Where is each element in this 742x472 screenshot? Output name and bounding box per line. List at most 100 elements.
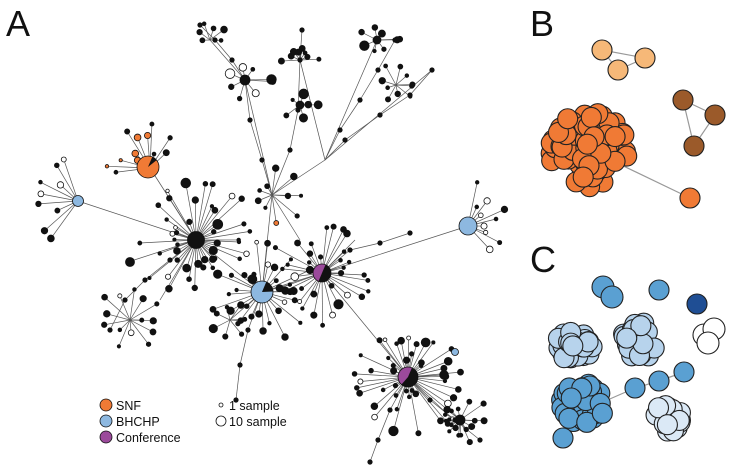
network-node (241, 221, 247, 227)
network-node (245, 327, 251, 333)
legend: SNF BHCHP Conference 1 sample 10 sample (99, 398, 287, 445)
network-node (356, 389, 363, 397)
network-node (308, 241, 314, 247)
network-node (437, 417, 445, 425)
cluster-node (647, 397, 670, 419)
network-node (357, 378, 364, 385)
network-node (151, 151, 157, 157)
network-node (337, 269, 345, 277)
network-node (54, 207, 61, 214)
network-node (406, 335, 412, 341)
network-node (290, 272, 299, 281)
hub-black-top-right (372, 35, 382, 45)
network-node (455, 386, 462, 393)
network-node (388, 425, 399, 437)
network-edges (38, 23, 505, 463)
network-edge (214, 39, 233, 61)
network-node (359, 40, 370, 51)
network-node (361, 272, 367, 278)
network-node (381, 46, 387, 52)
network-node (270, 263, 279, 272)
network-node (272, 245, 278, 251)
network-edge (324, 39, 378, 161)
network-node (196, 29, 203, 36)
network-node (237, 301, 245, 309)
network-node (368, 367, 374, 374)
network-node (162, 149, 170, 157)
network-edge (271, 168, 277, 196)
network-node (237, 256, 242, 262)
network-node (264, 239, 271, 247)
network-edge (359, 69, 379, 101)
network-node (54, 162, 60, 169)
network-node (132, 287, 137, 292)
network-node (403, 388, 409, 394)
network-node (233, 397, 239, 403)
network-node (56, 181, 65, 189)
network-edge (395, 66, 401, 86)
network-node (213, 269, 223, 279)
network-edge (185, 182, 197, 241)
network-node (116, 344, 121, 349)
network-edge (235, 364, 241, 401)
network-node (149, 317, 157, 325)
legend-label-bhchp: BHCHP (116, 415, 160, 429)
network-node (212, 218, 224, 230)
network-node (294, 213, 300, 219)
network-node (406, 394, 412, 400)
cluster-node (576, 133, 598, 155)
network-node (380, 387, 386, 393)
network-edge (239, 329, 249, 366)
network-node (113, 169, 119, 175)
network-node (197, 22, 203, 28)
network-node (387, 407, 393, 413)
network-nodes (35, 21, 509, 465)
network-edge (429, 399, 456, 421)
hub-black-lower (454, 414, 466, 426)
legend-label-snf: SNF (116, 399, 141, 413)
network-node (458, 432, 464, 438)
network-edge (379, 94, 411, 116)
network-edge (50, 200, 79, 239)
network-edge (119, 295, 131, 321)
network-node (254, 197, 262, 205)
network-node (142, 277, 148, 283)
network-node (306, 260, 312, 265)
network-node (202, 181, 209, 187)
network-node (385, 96, 392, 103)
network-node (226, 306, 235, 315)
network-node (313, 100, 323, 110)
network-edge (271, 159, 326, 196)
network-node (241, 272, 248, 279)
network-node (371, 24, 379, 31)
network-edge (195, 184, 214, 241)
network-node (442, 378, 448, 384)
network-node (211, 206, 219, 214)
network-node (337, 127, 343, 133)
network-node (280, 266, 285, 272)
network-node (457, 368, 464, 376)
network-node (375, 437, 381, 443)
network-node (393, 393, 399, 398)
network-node (385, 85, 390, 90)
network-node (480, 222, 488, 230)
network-edge (339, 99, 361, 131)
network-node (298, 88, 309, 100)
network-edge (129, 289, 135, 321)
network-node (175, 242, 180, 247)
legend-label-1-sample: 1 sample (229, 399, 280, 413)
network-node (194, 259, 203, 268)
network-node (165, 285, 173, 293)
network-edge (377, 409, 391, 441)
network-node (290, 172, 298, 181)
network-node (213, 310, 220, 317)
network-node (316, 56, 322, 62)
network-node (418, 363, 424, 369)
network-node (480, 417, 488, 425)
network-edge (104, 319, 131, 326)
network-edge (129, 319, 149, 345)
network-node (228, 192, 236, 200)
network-node (402, 356, 411, 364)
network-node (220, 25, 228, 34)
network-node (310, 290, 318, 298)
